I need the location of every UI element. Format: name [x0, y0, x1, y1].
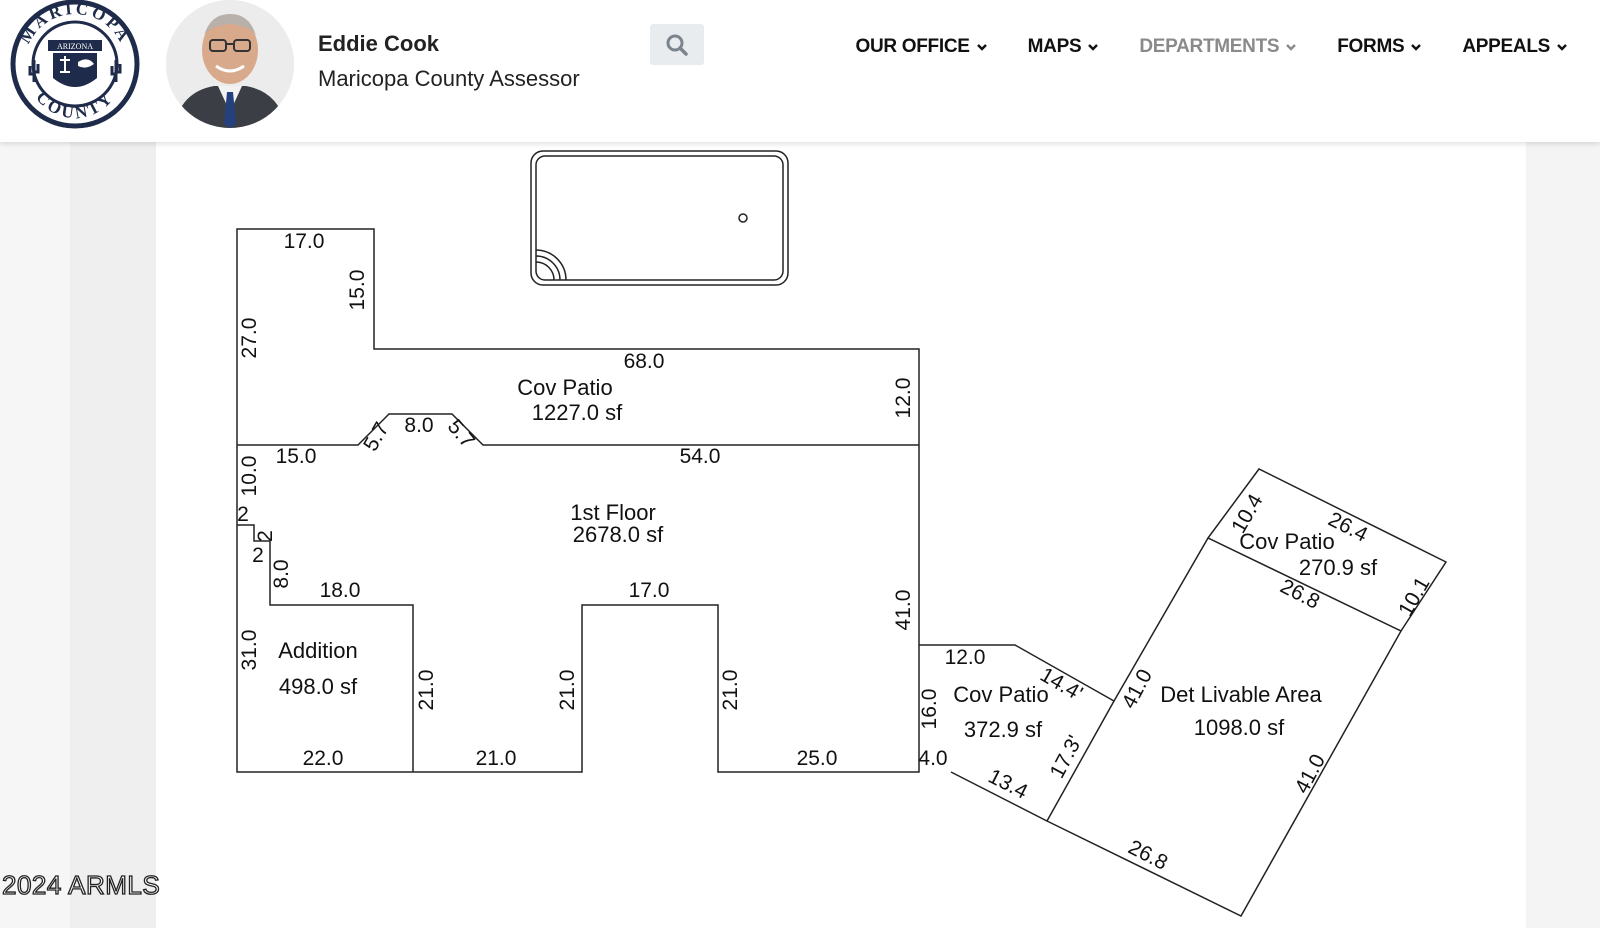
area-size: 498.0 sf [279, 674, 358, 699]
area-size: 2678.0 sf [573, 522, 664, 547]
dimension-label: 10.1 [1394, 573, 1434, 620]
left-gutter [70, 142, 156, 928]
right-gutter [1526, 142, 1600, 928]
dimension-label: 2 [252, 544, 264, 567]
dimension-label: 15.0 [276, 445, 317, 468]
det-patio-outline [1207, 468, 1448, 632]
sketch-panel [156, 142, 1526, 928]
addition-boundary [237, 524, 414, 772]
dimension-label: 27.0 [238, 318, 261, 359]
pool-inner-outline [535, 155, 784, 281]
dimension-label: 16.0 [918, 689, 941, 730]
dimension-label: 41.0 [1118, 666, 1157, 713]
dimension-label: 21.0 [476, 747, 517, 770]
dimension-label: 22.0 [303, 747, 344, 770]
nav-our-office[interactable]: OUR OFFICE [855, 36, 987, 58]
dimension-label: 25.0 [797, 747, 838, 770]
chevron-down-icon [1411, 44, 1422, 51]
nav-label: OUR OFFICE [855, 36, 970, 57]
dimension-label: 54.0 [680, 445, 721, 468]
area-name: Det Livable Area [1160, 682, 1322, 707]
patio-floor-divider [237, 413, 919, 446]
assessor-name: Eddie Cook [318, 31, 440, 56]
dimension-label: 26.8 [1277, 575, 1324, 614]
search-icon [666, 34, 688, 56]
nav-label: APPEALS [1462, 36, 1550, 57]
nav-label: MAPS [1027, 36, 1082, 57]
dimension-label: 26.8 [1125, 836, 1172, 875]
assessor-avatar [166, 0, 294, 128]
search-button[interactable] [650, 24, 704, 65]
dimension-label: 12.0 [892, 378, 915, 419]
dimension-label: 12.0 [945, 646, 986, 669]
dimension-label: 21.0 [556, 670, 579, 711]
pool-outline [530, 150, 789, 286]
dimension-label: 17.0 [284, 230, 325, 253]
chevron-down-icon [1088, 44, 1099, 51]
nav-maps[interactable]: MAPS [1028, 36, 1100, 58]
area-name: Addition [278, 638, 358, 663]
site-header: MARICOPA COUNTY ARIZONA E [0, 0, 1600, 142]
chevron-down-icon [976, 44, 987, 51]
area-name: Cov Patio [953, 682, 1048, 707]
dimension-label: 13.4 [985, 765, 1032, 804]
dimension-label: 41.0 [1291, 751, 1330, 798]
logo-banner-text: ARIZONA [57, 42, 93, 51]
left-margin [0, 142, 70, 928]
dimension-label: 2 [237, 503, 249, 526]
area-size: 1227.0 sf [532, 400, 623, 425]
dimension-label: 17.0 [629, 579, 670, 602]
chevron-down-icon [1286, 44, 1297, 51]
area-size: 1098.0 sf [1194, 715, 1285, 740]
area-size: 372.9 sf [964, 717, 1043, 742]
main-nav: OUR OFFICE MAPS DEPARTMENTS FORMS APPEAL… [815, 36, 1568, 58]
nav-appeals[interactable]: APPEALS [1462, 36, 1568, 58]
watermark: 2024 ARMLS [1, 869, 161, 900]
nav-label: DEPARTMENTS [1139, 36, 1280, 57]
dimension-label: 21.0 [719, 670, 742, 711]
dimension-label: 5.7 [443, 415, 479, 452]
area-size: 270.9 sf [1299, 555, 1378, 580]
assessor-title: Maricopa County Assessor [318, 66, 580, 91]
county-seal-logo[interactable]: MARICOPA COUNTY ARIZONA [8, 0, 142, 130]
chevron-down-icon [1557, 44, 1567, 51]
main-house-outline [236, 228, 920, 773]
dimension-label: 15.0 [346, 270, 369, 311]
area-name: Cov Patio [1239, 529, 1334, 554]
dimension-label: 18.0 [320, 579, 361, 602]
dimension-label: 10.0 [238, 456, 261, 497]
dimension-label: 17.3' [1046, 732, 1087, 782]
pool-fixture [738, 213, 748, 223]
area-name: 1st Floor [570, 500, 656, 525]
area-name: Cov Patio [517, 375, 612, 400]
dimension-label: 4.0 [918, 747, 947, 770]
dimension-label: 8.0 [404, 414, 433, 437]
dimension-label: 21.0 [415, 670, 438, 711]
dimension-label: 41.0 [892, 590, 915, 631]
nav-forms[interactable]: FORMS [1337, 36, 1422, 58]
dimension-label: 2 [254, 530, 277, 542]
dimension-label: 31.0 [238, 630, 261, 671]
nav-departments[interactable]: DEPARTMENTS [1139, 36, 1297, 58]
dimension-label: 5.7 [359, 418, 394, 455]
pool-steps [535, 249, 567, 281]
nav-label: FORMS [1337, 36, 1405, 57]
dimension-label: 8.0 [270, 559, 293, 588]
dimension-label: 68.0 [624, 350, 665, 373]
